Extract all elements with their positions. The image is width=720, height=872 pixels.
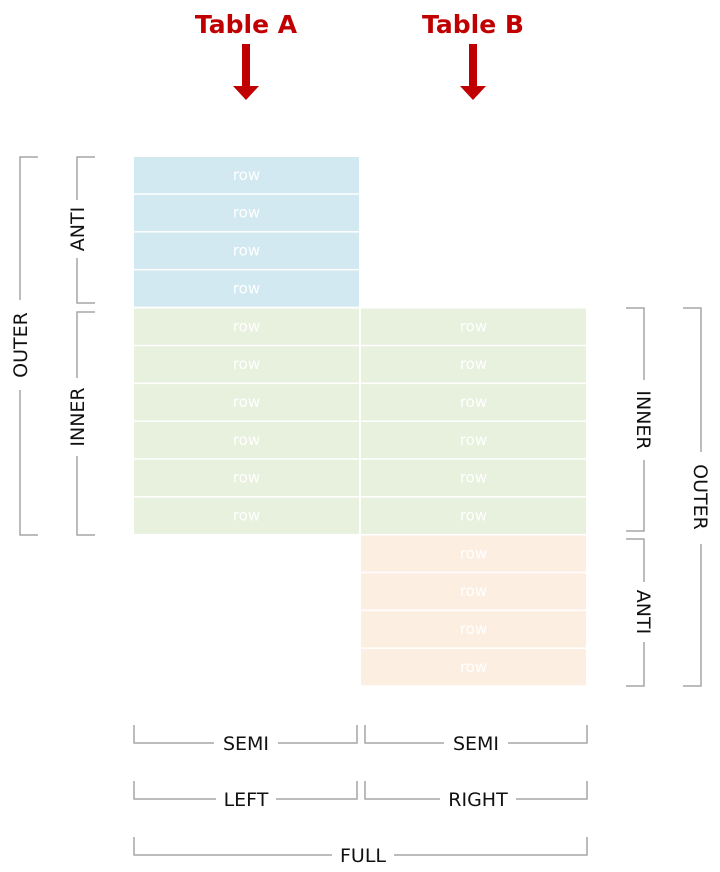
- table-b-anti-row: [361, 573, 586, 610]
- right-join-bracket: RIGHT: [364, 781, 588, 811]
- left-outer-label: OUTER: [10, 312, 32, 378]
- left-join-label: LEFT: [224, 789, 269, 811]
- table-a-inner-row: [134, 308, 359, 345]
- table-b-inner-row: [361, 421, 586, 459]
- right-anti-label: ANTI: [632, 590, 654, 634]
- table-b-inner-row-label: row: [460, 355, 487, 373]
- left-anti-label: ANTI: [67, 207, 89, 251]
- semi-left-bracket: SEMI: [133, 725, 358, 755]
- table-a-anti-row-label: row: [233, 204, 260, 222]
- table-b-title: Table B: [422, 10, 524, 39]
- table-a-anti-row-label: row: [233, 242, 260, 260]
- table-b-inner-row-label: row: [460, 393, 487, 411]
- right-outer-bracket: OUTER: [683, 307, 711, 687]
- table-a-inner-row-label: row: [233, 506, 260, 524]
- table-rows: row row row row row row row row row row row row row r…: [134, 157, 586, 686]
- semi-right-bracket: SEMI: [364, 725, 588, 755]
- table-a-anti-row: [134, 232, 359, 269]
- table-b-inner-row: [361, 346, 586, 383]
- table-b-anti-row: [361, 535, 586, 572]
- table-a-inner-row: [134, 384, 359, 421]
- table-a-title: Table A: [195, 10, 298, 39]
- table-a-inner-row-label: row: [233, 431, 260, 449]
- arrow-down-icon: [460, 44, 486, 100]
- semi-left-label: SEMI: [223, 733, 269, 755]
- table-a-inner-row-label: row: [233, 317, 260, 335]
- table-b-inner-row: [361, 497, 586, 534]
- left-join-bracket: LEFT: [133, 781, 358, 811]
- table-b-inner-row-label: row: [460, 469, 487, 487]
- table-b-anti-row-label: row: [460, 582, 487, 600]
- right-inner-label: INNER: [632, 390, 654, 449]
- right-anti-bracket: ANTI: [626, 538, 654, 687]
- table-b-inner-row-label: row: [460, 506, 487, 524]
- table-a-anti-row: [134, 194, 359, 232]
- table-b-anti-row: [361, 648, 586, 686]
- table-a-anti-row: [134, 157, 359, 194]
- table-a-inner-row: [134, 497, 359, 534]
- table-b-inner-row: [361, 308, 586, 345]
- left-anti-bracket: ANTI: [67, 156, 95, 304]
- left-inner-bracket: INNER: [67, 311, 95, 536]
- full-join-bracket: FULL: [133, 837, 588, 867]
- table-b-anti-row-label: row: [460, 620, 487, 638]
- table-a-inner-row: [134, 421, 359, 459]
- arrow-down-icon: [233, 44, 259, 100]
- table-a-anti-row: [134, 270, 359, 307]
- table-b-inner-row-label: row: [460, 317, 487, 335]
- semi-right-label: SEMI: [453, 733, 499, 755]
- table-a-inner-row: [134, 459, 359, 496]
- table-a-inner-row-label: row: [233, 469, 260, 487]
- left-inner-label: INNER: [67, 387, 89, 446]
- table-b-inner-row: [361, 459, 586, 496]
- table-a-inner-row: [134, 346, 359, 383]
- right-outer-label: OUTER: [689, 464, 711, 530]
- table-b-anti-row-label: row: [460, 658, 487, 676]
- table-b-inner-row: [361, 384, 586, 421]
- right-join-label: RIGHT: [448, 789, 508, 811]
- right-inner-bracket: INNER: [626, 307, 654, 532]
- table-a-anti-row-label: row: [233, 279, 260, 297]
- table-b-anti-row-label: row: [460, 544, 487, 562]
- table-b-anti-row: [361, 611, 586, 648]
- table-a-inner-row-label: row: [233, 355, 260, 373]
- full-join-label: FULL: [340, 845, 386, 867]
- left-outer-bracket: OUTER: [10, 156, 38, 536]
- table-a-inner-row-label: row: [233, 393, 260, 411]
- table-a-anti-row-label: row: [233, 166, 260, 184]
- table-b-inner-row-label: row: [460, 431, 487, 449]
